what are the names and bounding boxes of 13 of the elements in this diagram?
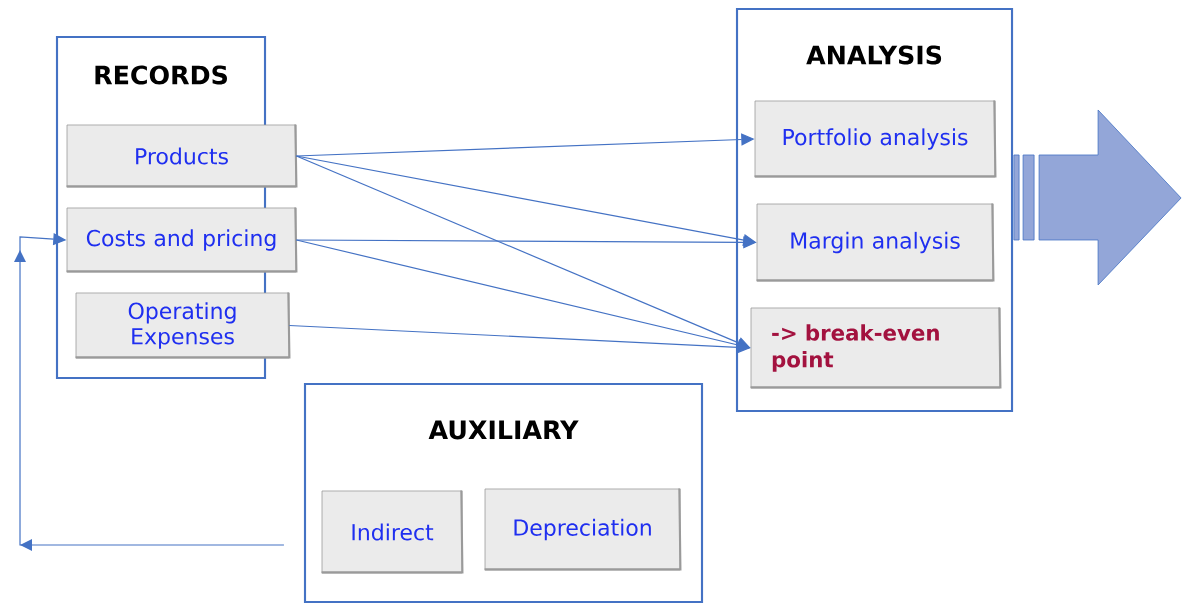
item-box: Operating Expenses (75, 292, 291, 359)
item-box: Depreciation (484, 488, 682, 571)
item-box: Margin analysis (756, 203, 995, 282)
item-box: Indirect (321, 490, 464, 574)
item-box: Costs and pricing (66, 207, 298, 273)
panel-title: AUXILIARY (428, 420, 579, 440)
item-box: Products (66, 124, 298, 188)
block-arrow (1013, 109, 1182, 286)
feedback-arrow (14, 233, 285, 551)
item-box: Portfolio analysis (754, 100, 997, 178)
panel-title: RECORDS (95, 65, 227, 85)
item-box: -> break-even point (750, 307, 1002, 389)
panel-title: ANALYSIS (806, 45, 942, 65)
